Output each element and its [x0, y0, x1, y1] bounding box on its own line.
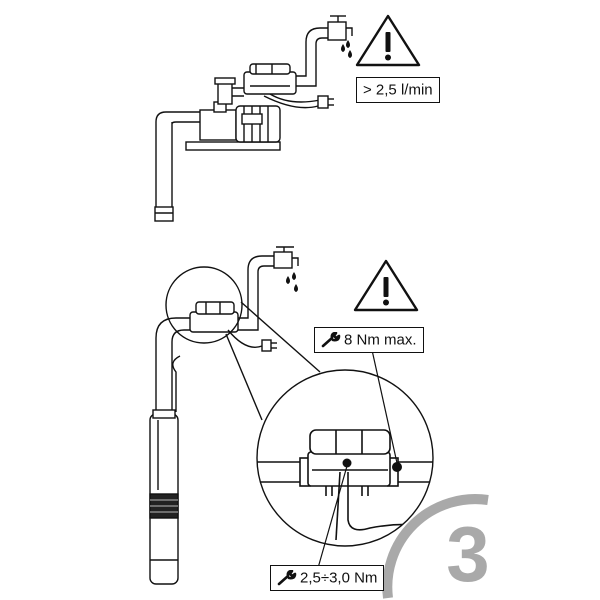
surface-pump	[199, 101, 281, 143]
riser-pipe	[155, 317, 190, 410]
step-number: 3	[446, 510, 490, 598]
torque-max-label: 8 Nm max.	[314, 327, 424, 354]
submersible-pump-installation	[149, 246, 321, 585]
water-drops	[341, 40, 352, 58]
suction-pipe-end	[154, 206, 174, 222]
zoom-leader-line-2	[240, 301, 321, 373]
power-cable	[263, 93, 321, 109]
torque-range-pointer	[317, 465, 348, 569]
wrench-icon	[321, 332, 341, 348]
surface-pump-installation	[154, 15, 353, 222]
water-drops-bottom	[286, 272, 298, 292]
zoom-leader-line	[225, 333, 263, 421]
pressure-controller-small	[189, 301, 239, 333]
delivery-pipe-bottom	[238, 255, 276, 331]
detail-marker-circle	[165, 266, 243, 344]
torque-max-text: 8 Nm max.	[344, 331, 417, 349]
pump-cable	[172, 355, 181, 412]
suction-pipe	[155, 111, 200, 212]
power-plug	[317, 95, 334, 109]
torque-max-pointer	[371, 349, 398, 464]
power-cable-bottom	[227, 329, 263, 348]
torque-range-text: 2,5÷3,0 Nm	[300, 569, 378, 587]
submersible-pump	[149, 409, 179, 585]
step-ring	[382, 494, 489, 599]
outlet-riser	[214, 77, 244, 105]
pressure-controller	[243, 63, 297, 95]
screw-point-top	[342, 458, 352, 468]
delivery-pipe	[296, 27, 330, 87]
torque-range-label: 2,5÷3,0 Nm	[270, 565, 385, 592]
flow-rate-label: > 2,5 l/min	[356, 77, 440, 103]
warning-triangle-icon	[355, 14, 421, 67]
power-plug-bottom	[261, 339, 277, 352]
flow-rate-text: > 2,5 l/min	[363, 81, 433, 99]
wrench-icon	[277, 570, 297, 586]
faucet-icon	[327, 15, 353, 41]
screw-point-side	[392, 462, 402, 472]
zoom-detail	[256, 349, 434, 569]
faucet-icon-bottom	[273, 246, 299, 269]
pump-base-plate	[185, 141, 281, 151]
warning-triangle-icon-bottom	[353, 259, 419, 312]
